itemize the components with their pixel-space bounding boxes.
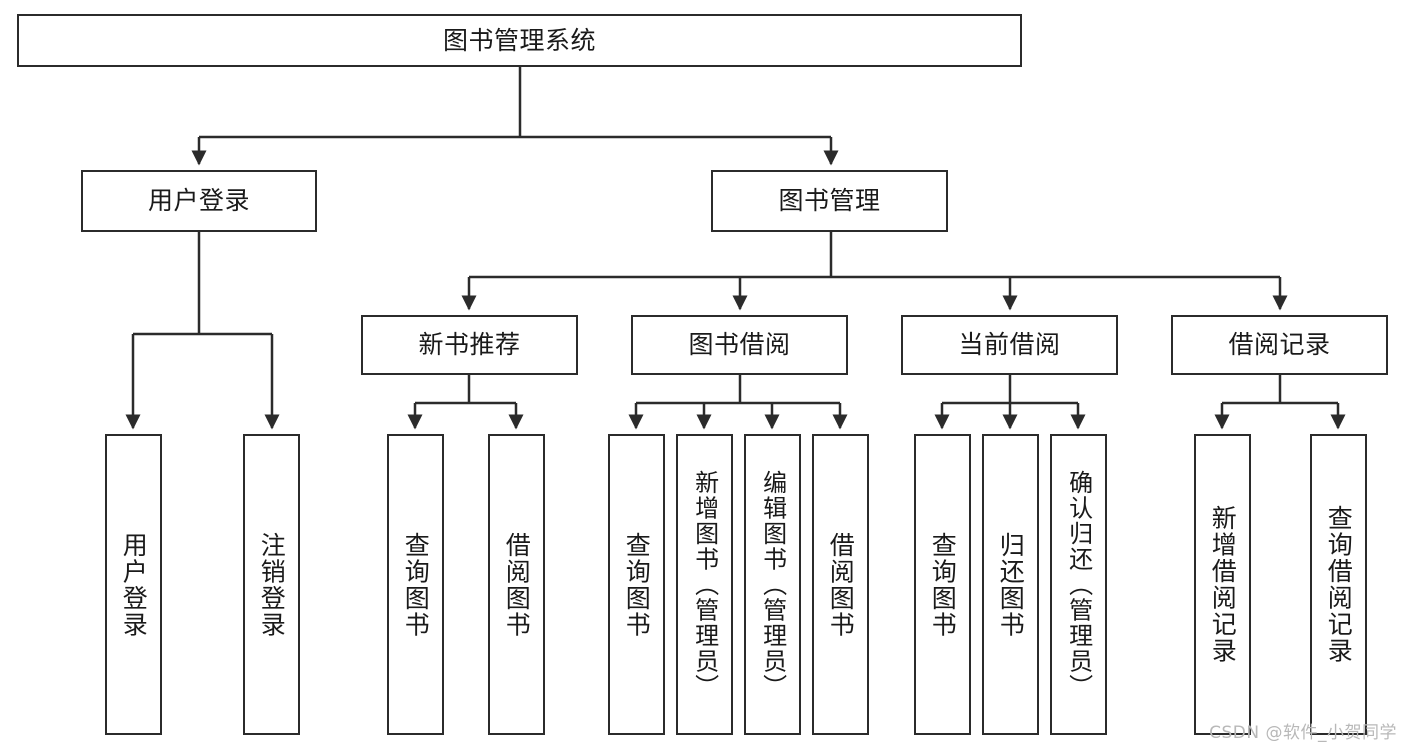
leaf-label: 编辑图书（管理员） (758, 469, 787, 700)
leaf-label: 查询图书 (401, 531, 431, 638)
node-book-management[interactable]: 图书管理 (711, 170, 948, 232)
node-label: 图书管理系统 (442, 25, 596, 55)
node-label: 新书推荐 (418, 330, 521, 360)
leaf-borrow-add-book-admin[interactable]: 新增图书（管理员） (676, 434, 733, 735)
leaf-current-confirm-return-admin[interactable]: 确认归还（管理员） (1050, 434, 1107, 735)
leaf-borrow-borrow-book[interactable]: 借阅图书 (812, 434, 869, 735)
leaf-label: 借阅图书 (502, 531, 532, 638)
leaf-label: 查询借阅记录 (1324, 505, 1354, 664)
node-label: 图书管理 (778, 186, 881, 216)
leaf-label: 注销登录 (257, 531, 287, 638)
node-label: 当前借阅 (958, 330, 1061, 360)
node-label: 图书借阅 (688, 330, 791, 360)
leaf-records-add-record[interactable]: 新增借阅记录 (1194, 434, 1251, 735)
leaf-recommend-query-book[interactable]: 查询图书 (387, 434, 444, 735)
leaf-label: 查询图书 (928, 531, 958, 638)
leaf-user-login-signout[interactable]: 注销登录 (243, 434, 300, 735)
leaf-borrow-edit-book-admin[interactable]: 编辑图书（管理员） (744, 434, 801, 735)
node-label: 借阅记录 (1228, 330, 1331, 360)
leaf-label: 查询图书 (622, 531, 652, 638)
node-current-borrow[interactable]: 当前借阅 (901, 315, 1118, 375)
leaf-borrow-query-book[interactable]: 查询图书 (608, 434, 665, 735)
leaf-current-return-book[interactable]: 归还图书 (982, 434, 1039, 735)
node-book-borrow[interactable]: 图书借阅 (631, 315, 848, 375)
leaf-recommend-borrow-book[interactable]: 借阅图书 (488, 434, 545, 735)
node-borrow-records[interactable]: 借阅记录 (1171, 315, 1388, 375)
leaf-records-query-record[interactable]: 查询借阅记录 (1310, 434, 1367, 735)
leaf-label: 用户登录 (119, 531, 149, 638)
leaf-label: 借阅图书 (826, 531, 856, 638)
leaf-label: 确认归还（管理员） (1064, 469, 1093, 700)
leaf-label: 新增图书（管理员） (690, 469, 719, 700)
node-label: 用户登录 (147, 186, 250, 216)
node-new-book-recommend[interactable]: 新书推荐 (361, 315, 578, 375)
node-user-login[interactable]: 用户登录 (81, 170, 317, 232)
leaf-label: 新增借阅记录 (1208, 505, 1238, 664)
node-root-library-system[interactable]: 图书管理系统 (17, 14, 1022, 67)
leaf-current-query-book[interactable]: 查询图书 (914, 434, 971, 735)
leaf-user-login-signin[interactable]: 用户登录 (105, 434, 162, 735)
leaf-label: 归还图书 (996, 531, 1026, 638)
